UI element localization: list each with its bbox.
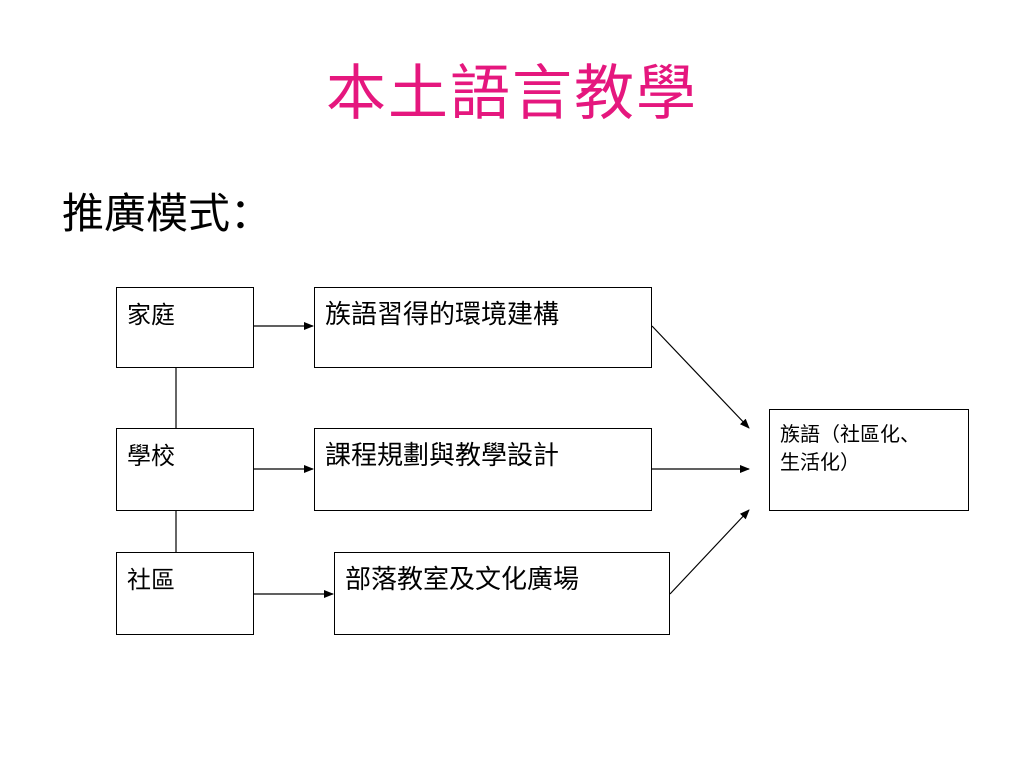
slide-title: 本土語言教學	[326, 59, 698, 129]
action-label-environment: 族語習得的環境建構	[325, 300, 560, 330]
action-label-curriculum: 課程規劃與教學設計	[325, 441, 560, 471]
action-box-classroom: 部落教室及文化廣場	[334, 552, 670, 635]
source-box-school: 學校	[116, 428, 254, 511]
arrow-environment-to-goal	[651, 325, 750, 429]
action-label-classroom: 部落教室及文化廣場	[345, 565, 580, 595]
action-box-curriculum: 課程規劃與教學設計	[314, 428, 652, 511]
target-label-line1: 族語（社區化、	[780, 422, 920, 446]
target-label-line2: 生活化）	[780, 450, 860, 474]
arrow-classroom-to-goal	[669, 509, 750, 595]
source-box-home: 家庭	[116, 287, 254, 368]
source-label-school: 學校	[127, 442, 175, 470]
source-box-community: 社區	[116, 552, 254, 635]
target-box-goal: 族語（社區化、 生活化）	[769, 409, 969, 511]
slide-subtitle: 推廣模式：	[62, 189, 273, 238]
source-label-community: 社區	[127, 566, 175, 594]
action-box-environment: 族語習得的環境建構	[314, 287, 652, 368]
source-label-home: 家庭	[127, 301, 175, 329]
